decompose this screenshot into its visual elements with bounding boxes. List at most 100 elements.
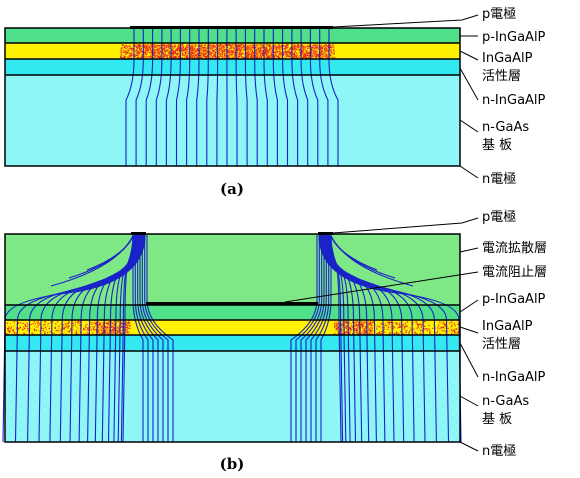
emission-speckle bbox=[184, 50, 186, 52]
emission-speckle bbox=[188, 52, 190, 55]
emission-speckle bbox=[99, 322, 101, 324]
emission-speckle bbox=[68, 321, 70, 323]
emission-speckle bbox=[287, 44, 289, 46]
emission-speckle bbox=[222, 45, 224, 47]
emission-speckle bbox=[172, 48, 174, 50]
emission-speckle bbox=[138, 55, 140, 57]
emission-speckle bbox=[308, 46, 310, 48]
emission-speckle bbox=[138, 53, 140, 55]
emission-speckle bbox=[193, 54, 195, 56]
emission-speckle bbox=[158, 47, 160, 49]
emission-speckle bbox=[241, 44, 243, 46]
emission-speckle bbox=[190, 48, 192, 50]
emission-speckle bbox=[298, 56, 300, 58]
emission-speckle bbox=[370, 323, 372, 325]
emission-speckle bbox=[360, 326, 362, 328]
emission-speckle bbox=[27, 324, 29, 326]
emission-speckle bbox=[209, 51, 211, 53]
emission-speckle bbox=[129, 331, 131, 333]
emission-speckle bbox=[215, 46, 217, 48]
emission-speckle bbox=[102, 323, 104, 325]
emission-speckle bbox=[156, 55, 159, 58]
emission-speckle bbox=[292, 48, 294, 50]
emission-speckle bbox=[197, 45, 199, 47]
emission-speckle bbox=[375, 326, 377, 328]
emission-speckle bbox=[225, 56, 227, 58]
emission-speckle bbox=[250, 45, 252, 47]
emission-speckle bbox=[387, 323, 390, 325]
emission-speckle bbox=[399, 325, 401, 327]
emission-speckle bbox=[125, 48, 127, 50]
emission-speckle bbox=[52, 321, 54, 323]
emission-speckle bbox=[298, 55, 301, 57]
emission-speckle bbox=[262, 44, 264, 46]
emission-speckle bbox=[179, 47, 181, 49]
emission-speckle bbox=[313, 44, 315, 46]
emission-speckle bbox=[52, 332, 54, 334]
emission-speckle bbox=[395, 322, 397, 324]
emission-speckle bbox=[323, 44, 325, 46]
emission-speckle bbox=[141, 55, 143, 57]
emission-speckle bbox=[353, 332, 355, 334]
emission-speckle bbox=[177, 46, 179, 48]
emission-speckle bbox=[336, 322, 338, 324]
emission-speckle bbox=[232, 44, 234, 46]
emission-speckle bbox=[320, 52, 322, 54]
emission-speckle bbox=[233, 54, 235, 56]
emission-speckle bbox=[98, 332, 100, 334]
emission-speckle bbox=[196, 56, 198, 58]
emission-speckle bbox=[267, 55, 269, 57]
emission-speckle bbox=[128, 52, 130, 54]
emission-speckle bbox=[54, 327, 56, 330]
emission-speckle bbox=[204, 53, 206, 55]
emission-speckle bbox=[100, 332, 102, 334]
emission-speckle bbox=[371, 325, 373, 327]
emission-speckle bbox=[139, 44, 141, 47]
emission-speckle bbox=[258, 51, 260, 53]
emission-speckle bbox=[344, 333, 346, 335]
emission-speckle bbox=[70, 329, 72, 331]
emission-speckle bbox=[232, 57, 234, 59]
emission-speckle bbox=[200, 56, 203, 58]
emission-speckle bbox=[265, 48, 267, 50]
emission-speckle bbox=[231, 47, 233, 49]
emission-speckle bbox=[322, 55, 324, 58]
emission-speckle bbox=[74, 321, 76, 323]
emission-speckle bbox=[171, 49, 173, 51]
emission-speckle bbox=[287, 52, 289, 55]
emission-speckle bbox=[7, 330, 9, 332]
emission-speckle bbox=[327, 46, 329, 48]
diagram-b: p電極 電流拡散層 電流阻止層 p-InGaAlP InGaAlP 活性層 n-… bbox=[2, 209, 547, 473]
emission-speckle bbox=[248, 49, 250, 51]
emission-speckle bbox=[204, 46, 206, 48]
emission-speckle bbox=[355, 331, 357, 334]
emission-speckle bbox=[260, 44, 262, 46]
emission-speckle bbox=[218, 55, 220, 57]
emission-speckle bbox=[323, 57, 325, 59]
emission-speckle bbox=[295, 49, 297, 51]
emission-speckle bbox=[50, 322, 52, 324]
emission-speckle bbox=[405, 326, 407, 328]
emission-speckle bbox=[26, 325, 28, 328]
emission-speckle bbox=[129, 52, 131, 54]
emission-speckle bbox=[172, 44, 174, 47]
emission-speckle bbox=[327, 54, 329, 56]
emission-speckle bbox=[125, 330, 127, 332]
emission-speckle bbox=[337, 330, 339, 332]
emission-speckle bbox=[230, 49, 232, 51]
emission-speckle bbox=[273, 47, 275, 49]
emission-speckle bbox=[204, 48, 207, 50]
emission-speckle bbox=[169, 44, 171, 46]
emission-speckle bbox=[214, 55, 216, 57]
emission-speckle bbox=[262, 51, 264, 53]
emission-speckle bbox=[244, 48, 246, 51]
emission-speckle bbox=[194, 51, 196, 53]
emission-speckle bbox=[117, 329, 120, 331]
emission-speckle bbox=[167, 44, 169, 46]
emission-speckle bbox=[290, 55, 292, 57]
emission-speckle bbox=[329, 52, 331, 54]
emission-speckle bbox=[104, 325, 106, 327]
emission-speckle bbox=[230, 51, 232, 53]
emission-speckle bbox=[234, 52, 236, 54]
emission-speckle bbox=[150, 51, 152, 53]
